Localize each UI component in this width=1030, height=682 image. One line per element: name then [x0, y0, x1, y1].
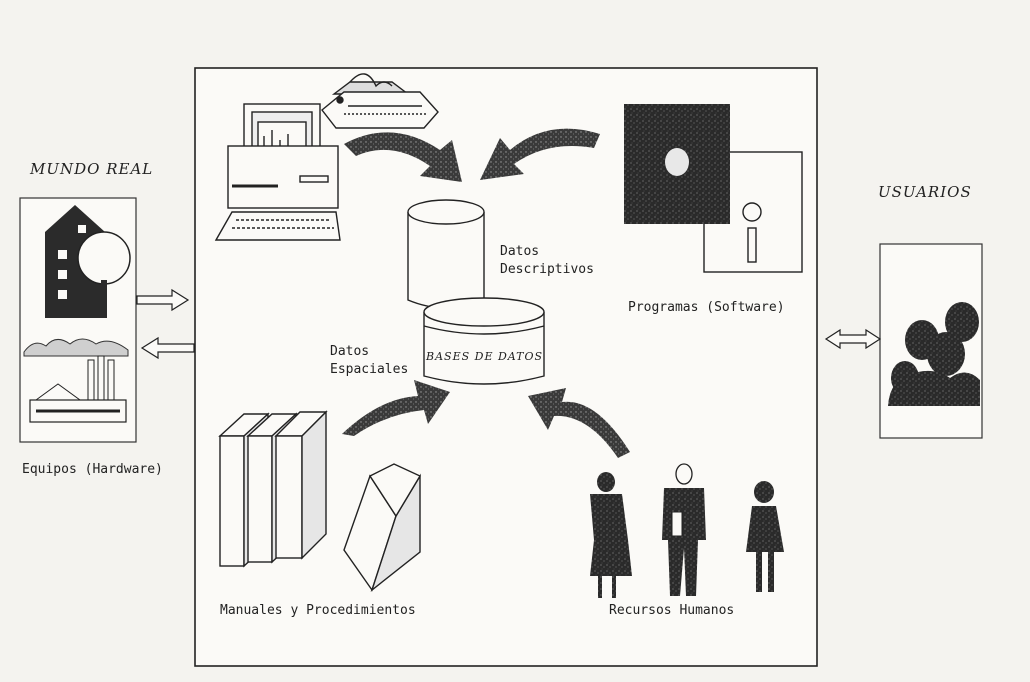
users-double-arrow: [824, 328, 882, 350]
diskette-icon: [624, 104, 803, 273]
printer-icon: [321, 73, 439, 129]
software-caption: Programas (Software): [628, 300, 785, 315]
arrow-manuals-to-db: [342, 380, 450, 436]
hardware-caption: Equipos (Hardware): [22, 462, 163, 477]
users-group-icon: [888, 302, 980, 406]
woman-icon: [590, 472, 632, 598]
open-folder-icon: [343, 463, 422, 592]
child-icon: [746, 481, 784, 592]
real-world-panel: [19, 197, 137, 443]
factory-icon: [23, 338, 129, 423]
house-icon: [45, 205, 105, 318]
human-resources-caption: Recursos Humanos: [609, 603, 735, 618]
users-panel: [879, 243, 983, 439]
computer-icon: [214, 103, 341, 241]
man-icon: [662, 463, 706, 596]
spatial-data-label-line1: Datos: [330, 344, 370, 359]
tree-icon: [77, 231, 131, 318]
manuals-caption: Manuales y Procedimientos: [220, 603, 416, 618]
users-title: USUARIOS: [878, 183, 972, 201]
database-label: BASES DE DATOS: [426, 350, 544, 363]
database-cylinder: [423, 297, 545, 385]
spatial-data-label-line2: Espaciales: [330, 362, 409, 377]
descriptive-data-label-line1: Datos: [500, 244, 540, 259]
arrow-software-to-db: [480, 128, 600, 180]
arrow-people-to-db: [528, 388, 630, 458]
arrow-computer-to-db: [344, 132, 462, 182]
real-world-title: MUNDO REAL: [30, 160, 154, 178]
descriptive-data-label-line2: Descriptivos: [500, 262, 594, 277]
left-arrows: [136, 288, 195, 360]
manuals-icon: [218, 410, 328, 568]
descriptive-data-cylinder: [407, 199, 485, 309]
